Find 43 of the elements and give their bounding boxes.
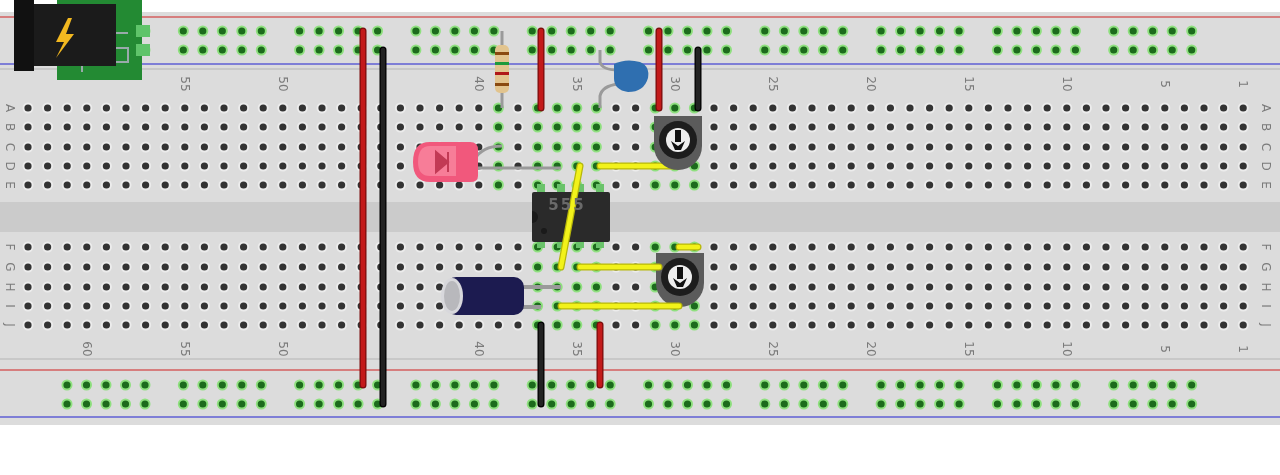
column-number: 35 — [571, 76, 583, 92]
column-number: 1 — [1237, 345, 1249, 353]
column-number: 15 — [963, 76, 975, 92]
row-letter: F — [1260, 243, 1272, 251]
column-number: 55 — [179, 341, 191, 357]
column-number: 40 — [473, 341, 485, 357]
column-number: 10 — [1061, 341, 1073, 357]
row-letter: B — [1260, 122, 1272, 132]
column-number: 20 — [865, 76, 877, 92]
row-letter: G — [4, 262, 16, 272]
row-letter: E — [4, 181, 16, 189]
column-number: 30 — [669, 341, 681, 357]
row-letter: G — [1260, 262, 1272, 272]
row-letter: I — [4, 304, 16, 308]
column-number: 40 — [473, 76, 485, 92]
column-number: 5 — [1159, 345, 1171, 353]
column-number: 1 — [1237, 80, 1249, 88]
column-number: 50 — [277, 76, 289, 92]
row-letter: J — [1260, 323, 1272, 327]
row-letter: J — [4, 323, 16, 327]
row-letter: C — [4, 142, 16, 152]
column-number: 25 — [767, 76, 779, 92]
row-letter: H — [4, 282, 16, 292]
row-letter: B — [4, 122, 16, 132]
column-number: 25 — [767, 341, 779, 357]
column-number: 35 — [571, 341, 583, 357]
row-letter: D — [4, 161, 16, 171]
column-number: 15 — [963, 341, 975, 357]
column-number: 10 — [1061, 76, 1073, 92]
row-letter: I — [1260, 304, 1272, 308]
row-letter: A — [4, 103, 16, 113]
column-number: 55 — [179, 76, 191, 92]
row-letter: F — [4, 243, 16, 251]
row-letter: C — [1260, 142, 1272, 152]
row-letter: A — [1260, 103, 1272, 113]
column-number: 60 — [81, 341, 93, 357]
row-letter: E — [1260, 181, 1272, 189]
row-letter: D — [1260, 161, 1272, 171]
column-number: 50 — [277, 341, 289, 357]
column-number: 20 — [865, 341, 877, 357]
column-number: 30 — [669, 76, 681, 92]
column-number: 5 — [1159, 80, 1171, 88]
row-letter: H — [1260, 282, 1272, 292]
